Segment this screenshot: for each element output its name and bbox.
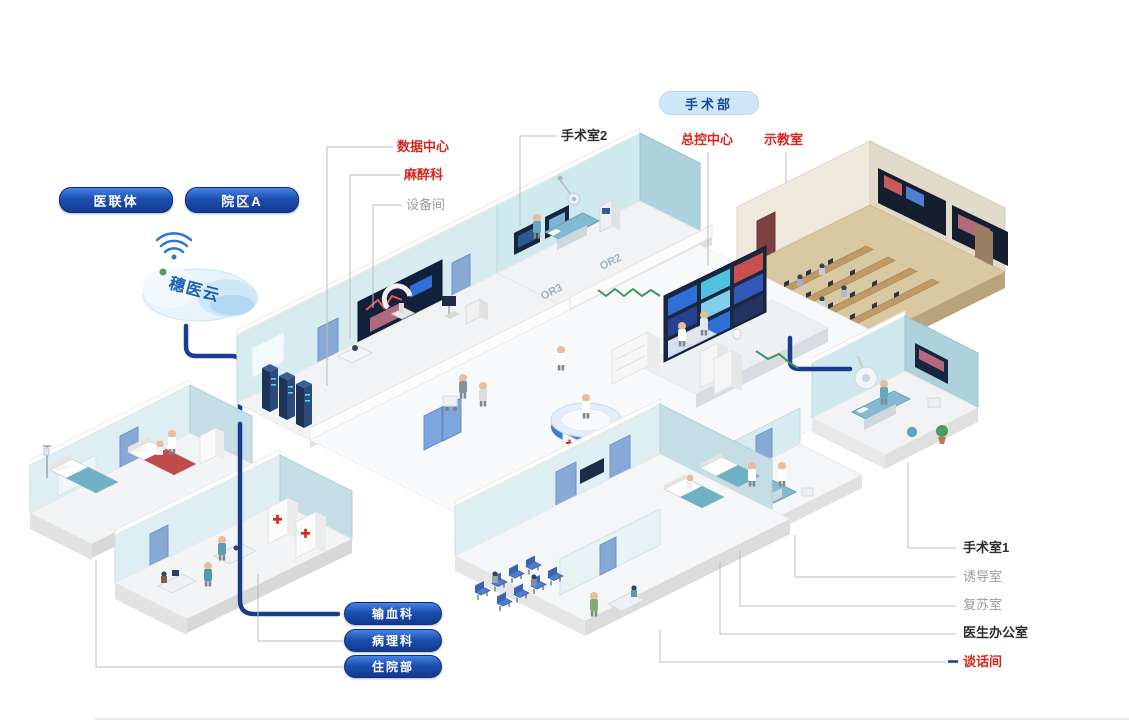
stool — [907, 427, 917, 437]
label-talk-room: 谈话间 — [963, 654, 1003, 669]
plant — [936, 425, 948, 437]
green-cable-2 — [755, 350, 799, 369]
talk-room-door — [599, 536, 617, 576]
recovery-beds — [662, 453, 762, 509]
pathology-desk — [212, 536, 258, 565]
label-recovery-room: 复苏室 — [963, 597, 1003, 612]
label-anesthesiology: 麻醉科 — [404, 167, 444, 182]
badge-surgery-dept: 手术部 — [659, 91, 759, 115]
classroom-desk-rows — [765, 245, 940, 333]
leader-doctor-office — [719, 562, 956, 635]
leader-equipment-room — [372, 204, 402, 308]
master-control-room — [638, 245, 830, 408]
label-operating-room-1: 手术室1 — [963, 540, 1010, 555]
leader-data-center — [326, 146, 393, 386]
monitor-cart — [442, 296, 460, 319]
leader-lines — [95, 135, 958, 668]
cloud-path-left — [237, 421, 341, 617]
leader-inpatient — [95, 560, 343, 668]
cloud-group: 穗医云 — [142, 232, 258, 322]
iv-stand — [43, 445, 51, 478]
computer-desk — [156, 570, 198, 594]
green-cable-1 — [597, 288, 661, 297]
pill-inpatient[interactable]: 住院部 — [344, 655, 442, 678]
or1-table — [850, 390, 912, 421]
c-arm-machine — [381, 283, 416, 320]
leader-pathology — [257, 574, 343, 642]
label-operating-room-2: 手术室2 — [561, 128, 608, 143]
network-paths — [237, 288, 853, 617]
label-master-control: 总控中心 — [681, 132, 734, 147]
or1-trolley — [927, 397, 941, 408]
pill-pathology[interactable]: 病理科 — [344, 629, 442, 652]
cloud-icon — [142, 268, 258, 322]
medicine-cabinets — [267, 497, 326, 559]
leader-or2 — [519, 135, 557, 226]
ward-bed-red — [126, 436, 198, 476]
label-induction-room: 诱导室 — [963, 569, 1003, 584]
leader-talk-room — [659, 630, 946, 663]
atrium-double-door-left — [423, 406, 443, 451]
label-equipment-room: 设备间 — [406, 197, 446, 212]
cloud-path-right — [787, 335, 853, 372]
leader-induction — [794, 535, 956, 578]
leaf-icon — [159, 268, 167, 276]
label-data-center: 数据中心 — [397, 139, 450, 154]
ward-block — [453, 398, 792, 636]
label-demo-classroom: 示教室 — [764, 132, 804, 147]
pill-blood-transfusion[interactable]: 输血科 — [344, 602, 442, 625]
label-doctor-office: 医生办公室 — [963, 625, 1029, 640]
leader-or1 — [907, 462, 956, 549]
video-wall-screens — [668, 252, 763, 358]
ward-bed-teal — [48, 454, 120, 494]
leader-anesthesiology — [349, 174, 400, 338]
medical-cart — [442, 395, 458, 411]
waiting-tv — [580, 458, 604, 484]
badge-campus-a[interactable]: 院区A — [185, 187, 299, 213]
server-racks — [262, 364, 312, 428]
service-robot — [732, 328, 742, 340]
wing-window — [251, 331, 285, 379]
talk-room-desk — [606, 585, 646, 612]
badge-consortium[interactable]: 医联体 — [59, 187, 173, 213]
leader-recovery — [739, 550, 956, 607]
classroom-side-door — [975, 223, 993, 266]
operating-room-1-room — [810, 310, 980, 469]
or2-operating-table — [533, 175, 620, 250]
equipment-table — [336, 298, 488, 364]
wifi-icon — [155, 232, 193, 260]
